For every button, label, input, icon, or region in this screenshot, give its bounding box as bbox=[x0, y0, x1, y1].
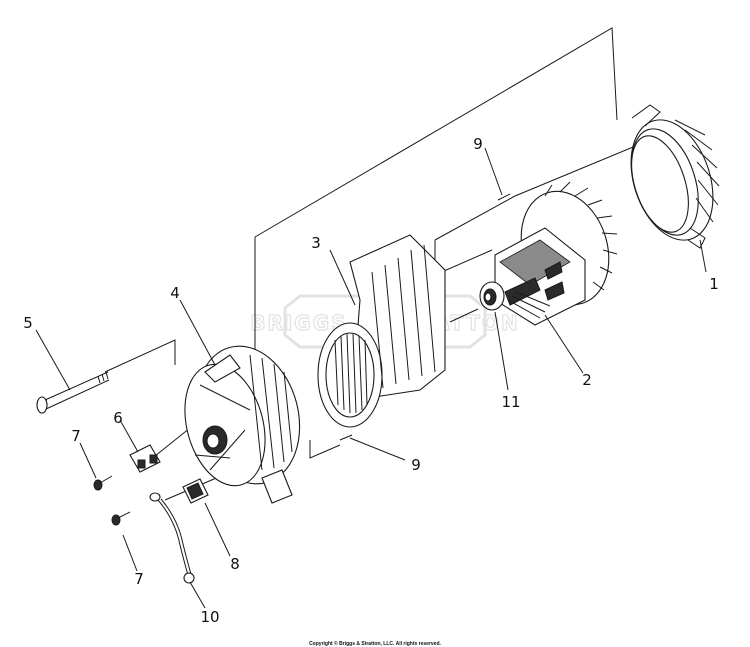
callout-2: 2 bbox=[582, 371, 592, 389]
callout-6: 6 bbox=[113, 409, 123, 427]
leader-lines bbox=[35, 147, 707, 609]
callout-9-upper: 9 bbox=[473, 135, 483, 153]
slip-ring-part-11 bbox=[479, 281, 505, 311]
end-housing-ribs bbox=[674, 119, 720, 223]
callout-11: 11 bbox=[501, 393, 520, 411]
ground-wire-part-10 bbox=[149, 492, 195, 584]
bolt-thread bbox=[97, 371, 109, 384]
end-housing-part-1 bbox=[630, 104, 720, 249]
callout-9-lower: 9 bbox=[411, 456, 421, 474]
callout-labels: 1 2 3 4 5 6 7 7 8 9 9 10 11 bbox=[23, 135, 719, 626]
screw-part-7-upper bbox=[93, 475, 113, 491]
front-housing-part-4 bbox=[184, 345, 301, 504]
callout-3: 3 bbox=[311, 234, 321, 252]
stud-part-9-upper bbox=[497, 193, 511, 201]
bridge-part-8 bbox=[182, 478, 209, 504]
callout-1: 1 bbox=[709, 275, 719, 293]
stud-part-9-lower bbox=[339, 434, 353, 441]
callout-7-lower: 7 bbox=[134, 570, 144, 588]
front-housing-ribs bbox=[249, 354, 293, 471]
stator-slots bbox=[334, 333, 368, 414]
callout-7-upper: 7 bbox=[71, 427, 81, 445]
rotor-windings bbox=[507, 291, 551, 319]
rotor-fan-blades bbox=[544, 181, 618, 291]
callout-10: 10 bbox=[200, 608, 219, 626]
stator-part-3 bbox=[317, 234, 446, 428]
callout-8: 8 bbox=[230, 555, 240, 573]
screw-part-7-lower bbox=[111, 511, 131, 526]
stator-fins bbox=[371, 244, 436, 389]
through-bolt-part-5 bbox=[36, 371, 110, 414]
rotor-part-2 bbox=[494, 181, 618, 326]
brush-holder-part-6 bbox=[129, 444, 161, 473]
copyright-notice: Copyright © Briggs & Stratton, LLC. All … bbox=[309, 640, 441, 647]
callout-5: 5 bbox=[23, 314, 33, 332]
callout-4: 4 bbox=[170, 284, 180, 302]
